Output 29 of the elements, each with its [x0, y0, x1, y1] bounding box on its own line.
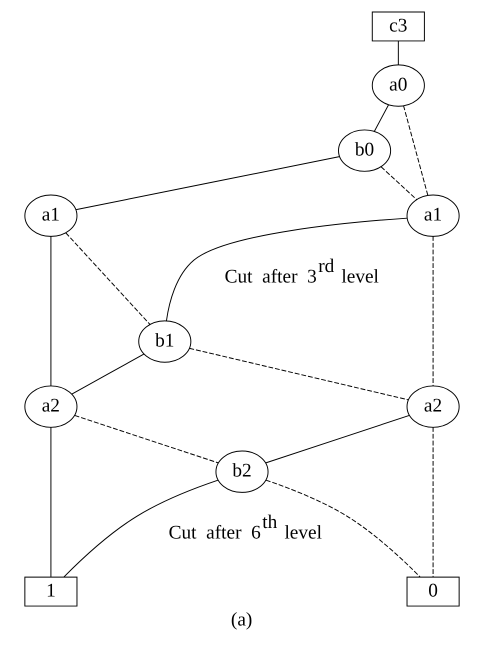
node-box: 0 [406, 576, 460, 607]
connector [403, 105, 428, 196]
node-box: 1 [24, 576, 78, 607]
node-ellipse: a2 [24, 385, 78, 428]
node-ellipse: a1 [24, 194, 78, 237]
caption: (a) [230, 609, 252, 630]
node-ellipse: a1 [406, 194, 460, 237]
connector [50, 236, 52, 386]
connector [189, 348, 409, 400]
connector [71, 354, 144, 395]
connector [432, 236, 434, 386]
connector [265, 414, 410, 464]
connector [63, 480, 218, 578]
node-box: c3 [372, 12, 425, 42]
connector [398, 40, 399, 66]
connector [65, 232, 150, 325]
connector [50, 426, 52, 578]
connector [166, 218, 408, 322]
node-ellipse: b1 [138, 320, 192, 363]
node-ellipse: a0 [372, 64, 425, 107]
connector [74, 414, 219, 464]
node-ellipse: b2 [215, 450, 269, 493]
connector [76, 156, 340, 210]
connector [266, 480, 421, 578]
node-ellipse: a2 [406, 385, 460, 428]
node-ellipse: b0 [338, 129, 392, 172]
connector [374, 104, 390, 132]
connector [432, 426, 434, 578]
connector [380, 166, 418, 200]
